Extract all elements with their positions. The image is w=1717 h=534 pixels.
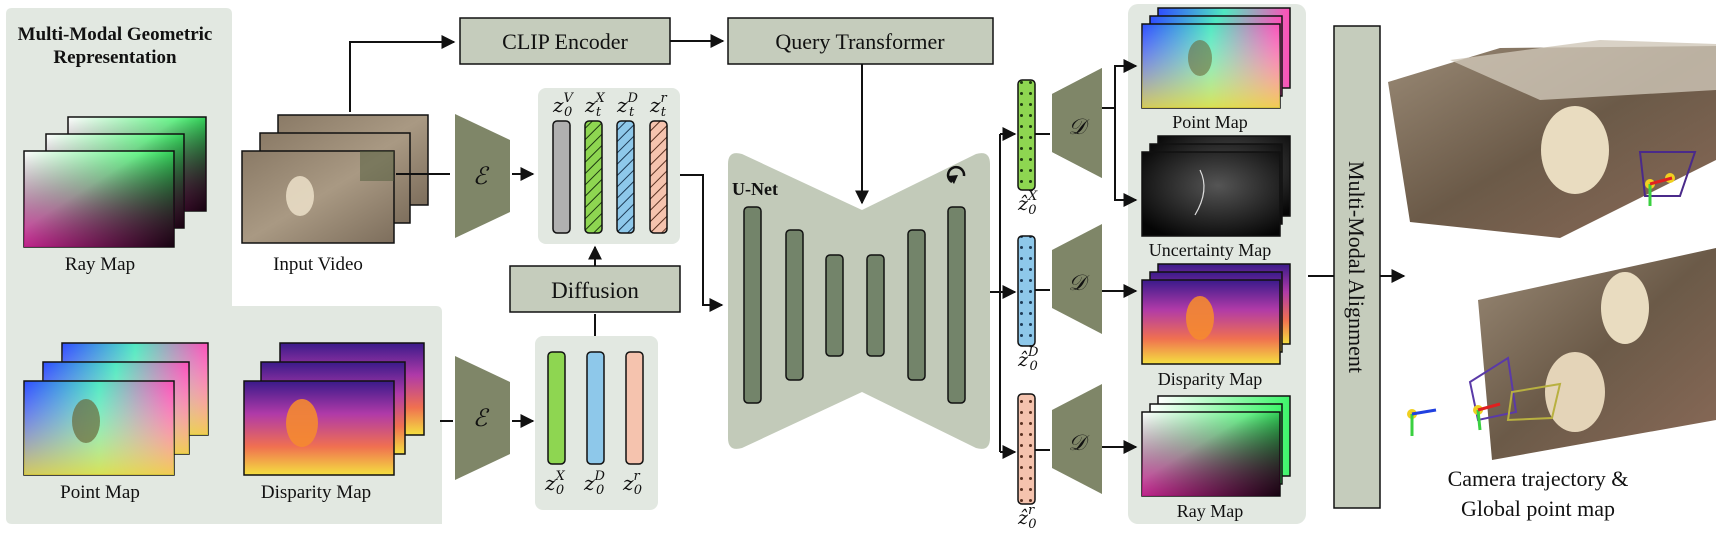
latent-ztx-bar [584, 120, 603, 234]
point-map-stack [23, 342, 209, 476]
noisy-latents-panel [538, 88, 680, 244]
clean-latent-bars [547, 351, 644, 465]
encoder-top-symbol: ℰ [473, 162, 490, 190]
alignment-label: Multi-Modal Alignment [1344, 161, 1369, 373]
alignment-box [1333, 25, 1381, 509]
decoder-d [1052, 224, 1102, 334]
decoder-r [1052, 384, 1102, 494]
arrow-decoder-x-to-point-map [1102, 59, 1138, 109]
unet-layer [785, 229, 804, 381]
output-disparity-map-label: Disparity Map [1158, 369, 1262, 389]
decoder-x-symbol: 𝒟 [1068, 115, 1090, 140]
panel-title-line2: Representation [53, 47, 177, 68]
result-caption-line1: Camera trajectory & [1448, 466, 1629, 491]
disparity-map-stack [243, 342, 425, 476]
arrow-latents-to-unet [680, 174, 724, 312]
query-transformer-label: Query Transformer [775, 29, 945, 54]
output-uncertainty-map-stack [1141, 135, 1291, 237]
output-ray-map-stack [1141, 395, 1291, 497]
decoder-d-symbol: 𝒟 [1068, 271, 1090, 296]
global-point-map-bottom [1407, 248, 1716, 460]
noisy-latent-bars [552, 120, 668, 234]
point-map-label: Point Map [60, 482, 140, 503]
latent-z0d-bar [586, 351, 605, 465]
encoder-top [455, 114, 510, 238]
input-video-label: Input Video [273, 254, 363, 275]
diffusion-box [509, 265, 681, 313]
latent-ztd-bar [616, 120, 635, 234]
encoder-bottom-symbol: ℰ [473, 404, 490, 432]
loop-icon [946, 165, 966, 184]
ray-map-label: Ray Map [65, 254, 135, 275]
ray-map-stack [23, 116, 207, 248]
global-point-map-top [1388, 40, 1716, 238]
unet-layer [947, 206, 966, 404]
result-caption-line2: Global point map [1461, 496, 1615, 521]
loop-icon-head [948, 175, 958, 184]
output-uncertainty-map-label: Uncertainty Map [1149, 240, 1271, 260]
unet-layer [825, 254, 844, 357]
output-disparity-map-stack [1141, 263, 1291, 365]
clip-encoder-label: CLIP Encoder [502, 29, 628, 54]
input-video-stack [241, 114, 429, 244]
output-ray-map-label: Ray Map [1177, 501, 1244, 521]
pred-latent-x-bar [1017, 79, 1036, 191]
decoder-r-symbol: 𝒟 [1068, 431, 1090, 456]
latent-z0v-bar [552, 120, 571, 234]
panel-title-line1: Multi-Modal Geometric [18, 24, 213, 45]
unet-layer [866, 254, 885, 357]
decoder-x-shape [1052, 68, 1102, 178]
latent-z0x-bar [547, 351, 566, 465]
pred-latent-r-bar [1017, 393, 1036, 505]
disparity-map-label: Disparity Map [261, 482, 371, 503]
unet-layer [907, 229, 926, 381]
unet-layer [743, 206, 762, 404]
arrow-video-to-clip [349, 35, 456, 112]
output-point-map-stack [1141, 7, 1291, 109]
query-transformer-box [727, 17, 994, 65]
pred-latent-d-bar [1017, 235, 1036, 347]
arrow-decoder-x-to-uncertainty [1114, 108, 1138, 207]
latent-z0r-bar [625, 351, 644, 465]
latent-ztr-bar [649, 120, 668, 234]
diffusion-label: Diffusion [551, 278, 639, 303]
output-point-map-label: Point Map [1172, 112, 1248, 132]
encoder-bottom [455, 356, 510, 480]
unet-layers [743, 206, 966, 404]
unet-label: U-Net [732, 179, 778, 199]
